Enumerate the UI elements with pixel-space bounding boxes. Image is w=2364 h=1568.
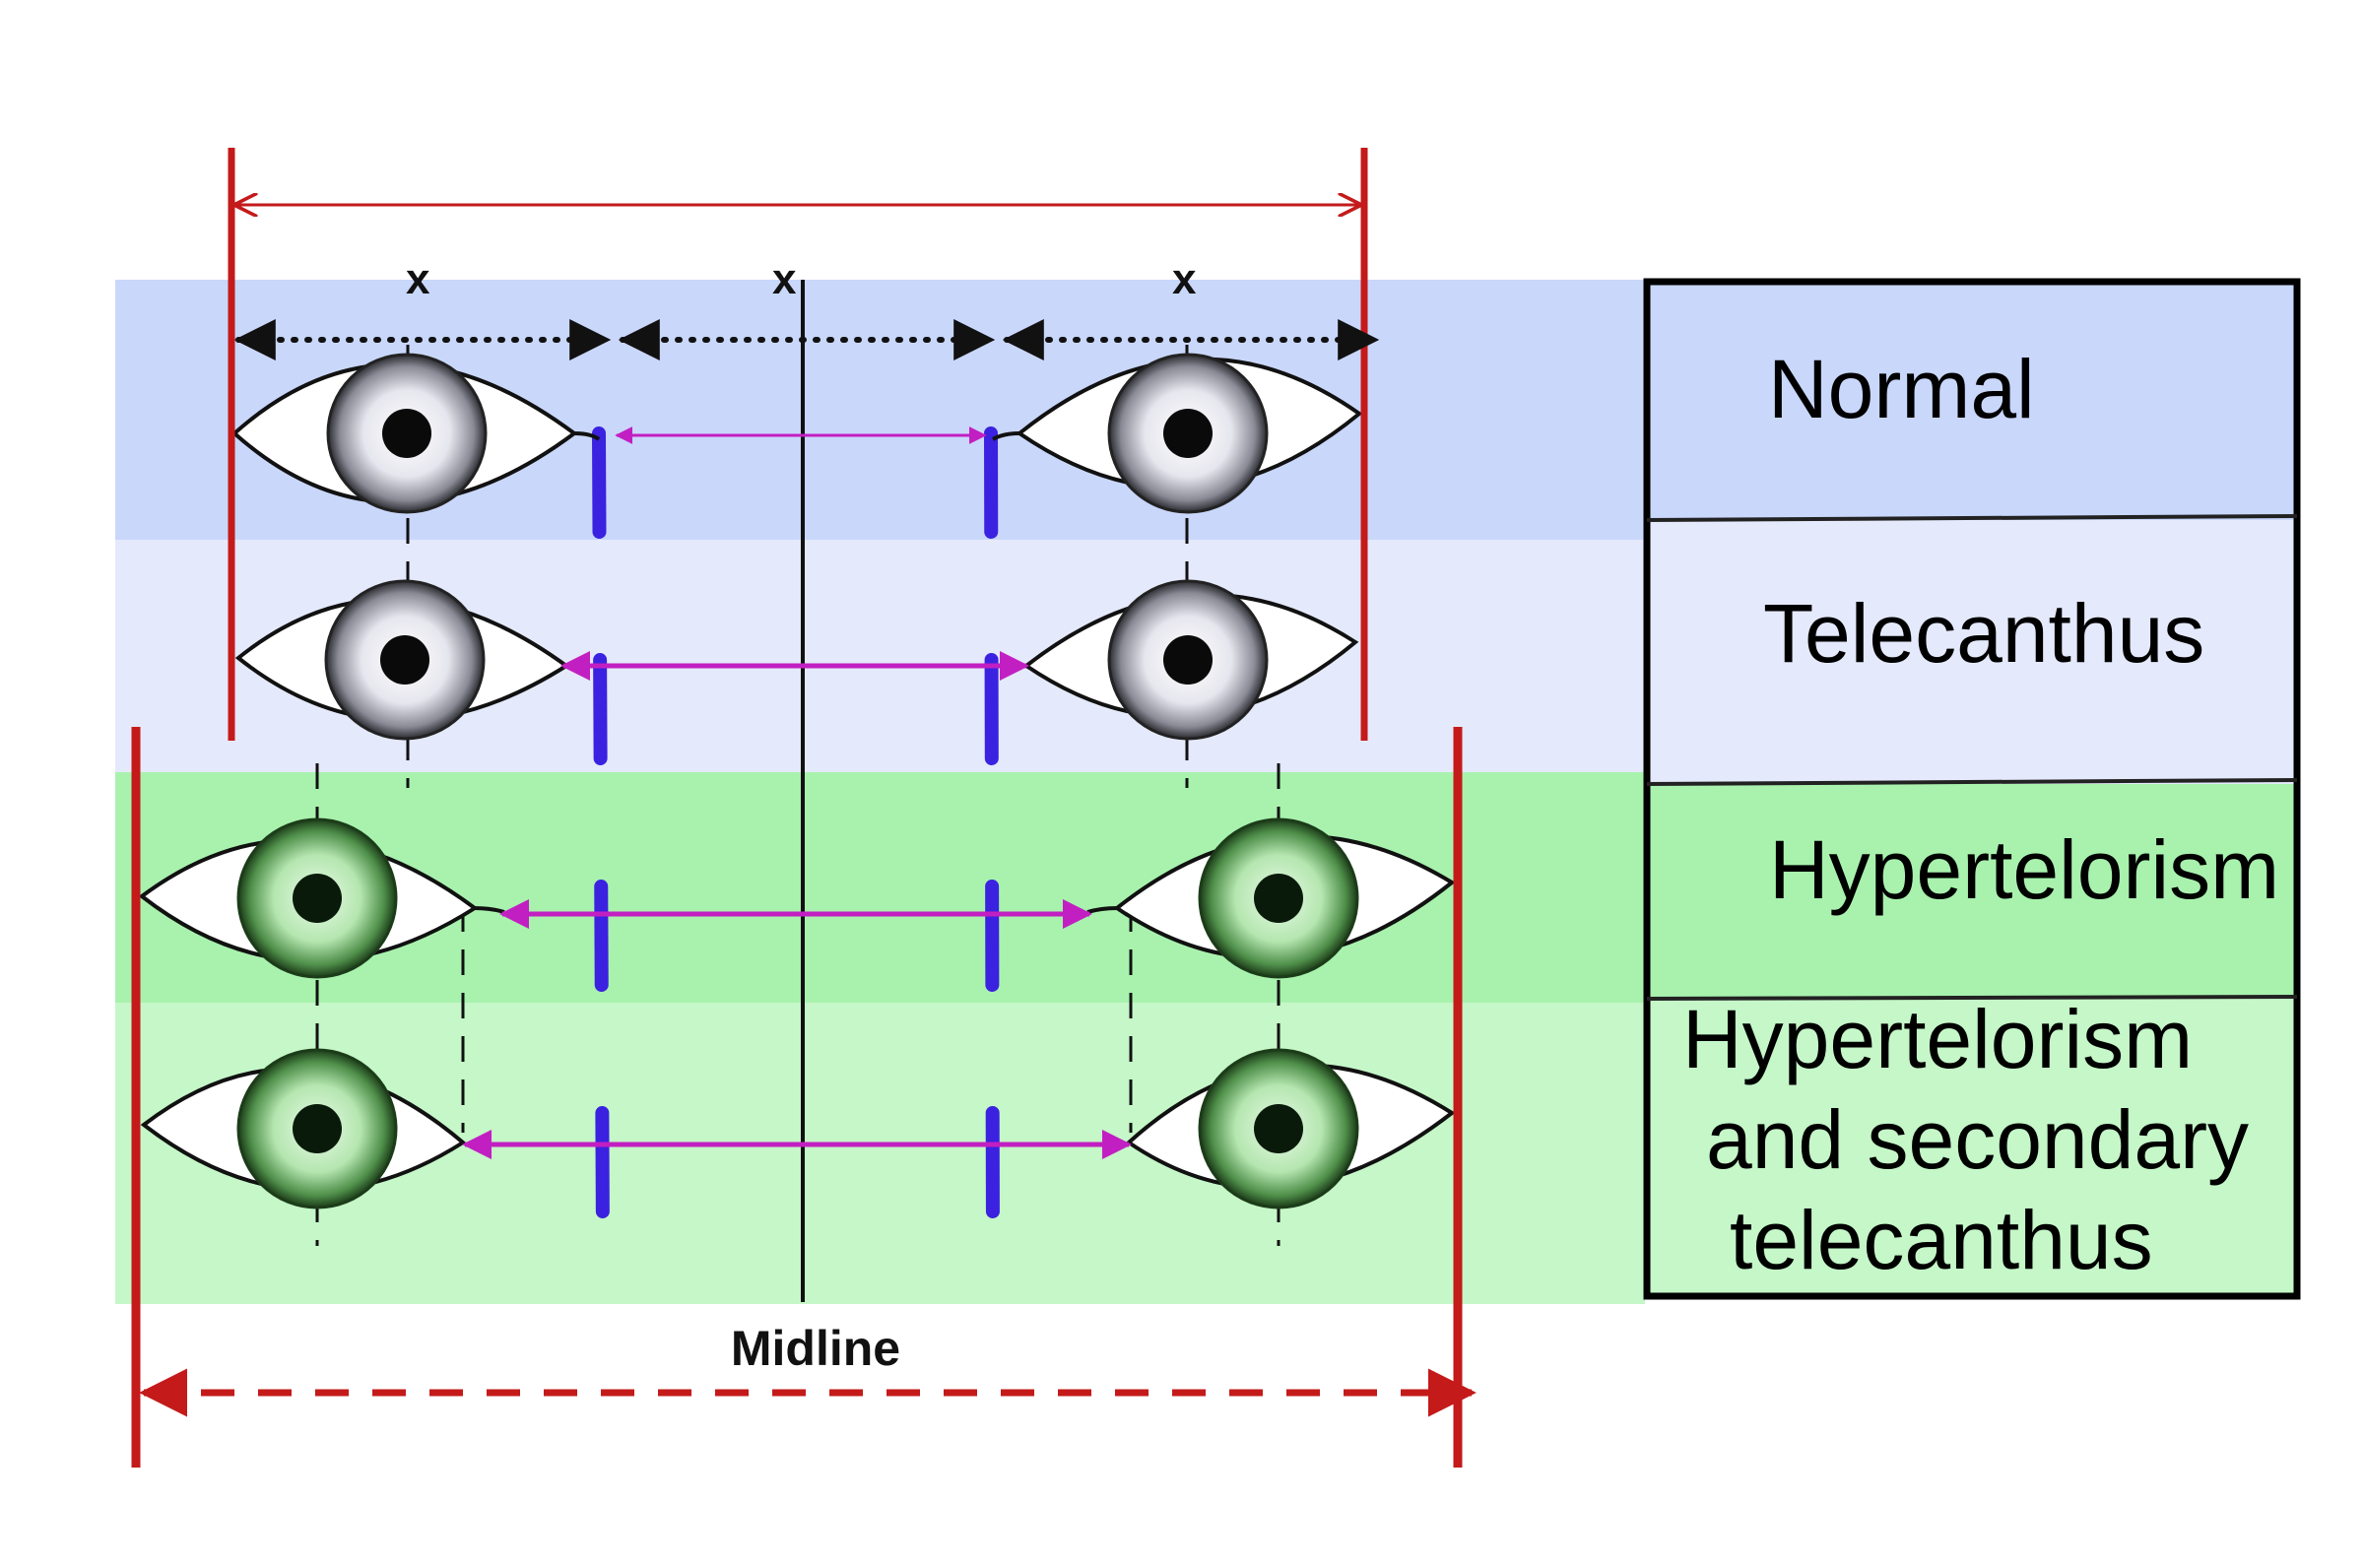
midline-label: Midline: [731, 1321, 900, 1376]
right-inner-canthus-line: [984, 426, 1000, 1248]
label-hypertelorism-secondary-line1: Hypertelorism: [1682, 993, 2193, 1085]
eye-hypertelorism-left: [138, 817, 505, 979]
label-hypertelorism-secondary-line2: and secondary: [1706, 1093, 2249, 1186]
eye-hypertelorism-secondary-right: [1125, 1048, 1456, 1209]
label-hypertelorism: Hypertelorism: [1769, 823, 2279, 916]
eye-normal-left: [230, 353, 601, 514]
label-table: [1643, 278, 2301, 1300]
x-label-left: x: [406, 255, 430, 303]
x-label-right: x: [1172, 255, 1197, 303]
intercanthal-arrows: [462, 426, 1132, 1159]
eye-telecanthus-right: [1022, 579, 1359, 741]
label-telecanthus: Telecanthus: [1763, 587, 2204, 680]
eye-hypertelorism-right: [1086, 817, 1456, 979]
left-inner-canthus-line: [592, 426, 610, 1248]
label-hypertelorism-secondary-line3: telecanthus: [1730, 1194, 2153, 1286]
x-label-middle: x: [772, 255, 797, 303]
eye-telecanthus-left: [234, 579, 570, 741]
label-normal: Normal: [1768, 343, 2035, 435]
